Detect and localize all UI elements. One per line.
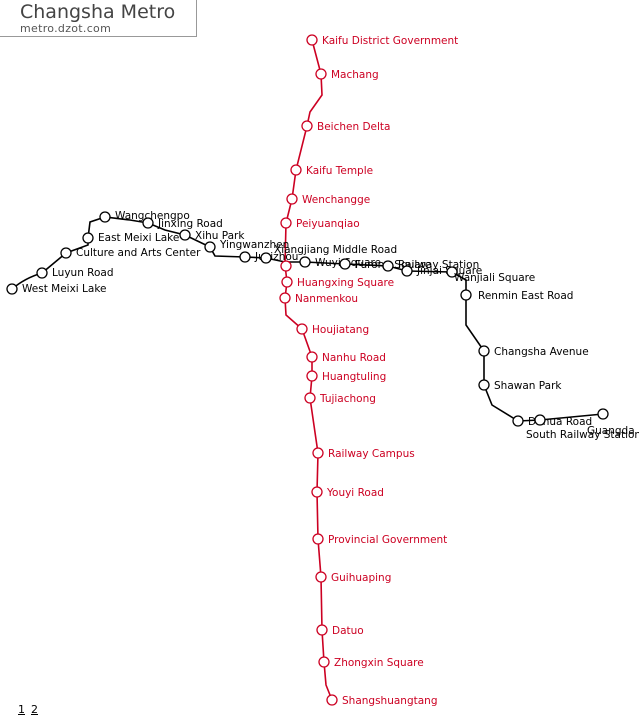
line1-station-label[interactable]: Houjiatang xyxy=(312,324,369,336)
line2-station-marker[interactable] xyxy=(401,265,413,277)
line1-station-label[interactable]: Tujiachong xyxy=(319,393,376,405)
line1-station-label[interactable]: Zhongxin Square xyxy=(334,657,424,669)
line2-station-label[interactable]: Xihu Park xyxy=(195,230,245,242)
line2-station-marker[interactable] xyxy=(60,247,72,259)
line1-station-label[interactable]: Wenchangge xyxy=(302,194,370,206)
line1-track xyxy=(284,39,333,701)
line1-station-label[interactable]: Kaifu Temple xyxy=(306,165,373,177)
line2-station-label[interactable]: Railway Station xyxy=(398,259,479,271)
page-title: Changsha Metro xyxy=(20,1,176,23)
line2-station-marker[interactable] xyxy=(534,414,546,426)
line2-station-label[interactable]: Wanjiali Square xyxy=(454,272,535,284)
line1-station-label[interactable]: Machang xyxy=(331,69,379,81)
line1-station-marker[interactable] xyxy=(286,193,298,205)
line2-station-marker[interactable] xyxy=(142,217,154,229)
line2-station-label[interactable]: Guangda xyxy=(587,425,635,437)
line2-station-marker[interactable] xyxy=(339,258,351,270)
line2-station-marker[interactable] xyxy=(446,266,458,278)
line2-station-label[interactable]: Changsha Avenue xyxy=(494,346,589,358)
line2-station-label[interactable]: Yingwanzhen xyxy=(219,239,289,251)
line1-station-label[interactable]: Nanhu Road xyxy=(322,352,386,364)
line2-station-marker[interactable] xyxy=(299,256,311,268)
line2-station-marker[interactable] xyxy=(6,283,18,295)
line2-station-label[interactable]: Culture and Arts Center xyxy=(76,247,201,259)
line1-station-label[interactable]: Provincial Government xyxy=(328,534,447,546)
line2-station-label[interactable]: West Meixi Lake xyxy=(22,283,107,295)
line1-station-marker[interactable] xyxy=(315,571,327,583)
line2-station-marker[interactable] xyxy=(597,408,609,420)
line1-station-marker[interactable] xyxy=(281,276,293,288)
line1-station-label[interactable]: Peiyuanqiao xyxy=(296,218,360,230)
line2-station-marker[interactable] xyxy=(512,415,524,427)
line1-station-label[interactable]: Shangshuangtang xyxy=(342,695,437,707)
line1-station-label[interactable]: Railway Campus xyxy=(328,448,415,460)
line2-station-marker[interactable] xyxy=(204,241,216,253)
line1-station-marker[interactable] xyxy=(316,624,328,636)
line1-station-marker[interactable] xyxy=(315,68,327,80)
line1-station-label[interactable]: Huangtuling xyxy=(322,371,386,383)
line1-station-marker[interactable] xyxy=(312,533,324,545)
line1-station-marker[interactable] xyxy=(306,34,318,46)
title-box: Changsha Metro metro.dzot.com xyxy=(0,0,197,37)
page-link-1[interactable]: 1 xyxy=(18,703,25,716)
line2-station-marker[interactable] xyxy=(260,252,272,264)
line2-station-label[interactable]: Jinxing Road xyxy=(157,218,223,230)
page-link-2[interactable]: 2 xyxy=(31,703,38,716)
line2-station-label[interactable]: East Meixi Lake xyxy=(98,232,179,244)
line1-station-marker[interactable] xyxy=(280,217,292,229)
line1-station-label[interactable]: Datuo xyxy=(332,625,364,637)
line1-station-label[interactable]: Guihuaping xyxy=(331,572,391,584)
line1-station-label[interactable]: Youyi Road xyxy=(326,487,384,499)
line1-station-marker[interactable] xyxy=(279,292,291,304)
line2-station-label[interactable]: Renmin East Road xyxy=(478,290,573,302)
line2-station-marker[interactable] xyxy=(478,379,490,391)
line1-station-label[interactable]: Nanmenkou xyxy=(295,293,358,305)
line1-station-marker[interactable] xyxy=(312,447,324,459)
line1-station-marker[interactable] xyxy=(311,486,323,498)
line1-station-marker[interactable] xyxy=(290,164,302,176)
line2-station-marker[interactable] xyxy=(382,260,394,272)
line1-station-label[interactable]: Beichen Delta xyxy=(317,121,390,133)
line1-station-marker[interactable] xyxy=(306,351,318,363)
line1-station-label[interactable]: Huangxing Square xyxy=(297,277,394,289)
line2-station-marker[interactable] xyxy=(239,251,251,263)
line2-station-label[interactable]: Xiangjiang Middle Road xyxy=(274,244,397,256)
line1-station-marker[interactable] xyxy=(318,656,330,668)
line1-station-marker[interactable] xyxy=(326,694,338,706)
line2-station-label[interactable]: Wangchengpo xyxy=(115,210,190,222)
line1-station-marker[interactable] xyxy=(296,323,308,335)
line2-station-marker[interactable] xyxy=(36,267,48,279)
line2-station-marker[interactable] xyxy=(99,211,111,223)
line2-station-marker[interactable] xyxy=(82,232,94,244)
line1-station-marker[interactable] xyxy=(301,120,313,132)
line2-station-label[interactable]: South Railway Station xyxy=(526,429,639,441)
line1-station-marker[interactable] xyxy=(304,392,316,404)
site-url: metro.dzot.com xyxy=(20,22,112,35)
line2-station-label[interactable]: Shawan Park xyxy=(494,380,562,392)
line2-station-marker[interactable] xyxy=(460,289,472,301)
line2-station-marker[interactable] xyxy=(179,229,191,241)
transfer-station-marker[interactable] xyxy=(280,260,292,272)
line2-station-marker[interactable] xyxy=(478,345,490,357)
line2-station-label[interactable]: Luyun Road xyxy=(52,267,114,279)
line1-station-label[interactable]: Kaifu District Government xyxy=(322,35,458,47)
line1-station-marker[interactable] xyxy=(306,370,318,382)
